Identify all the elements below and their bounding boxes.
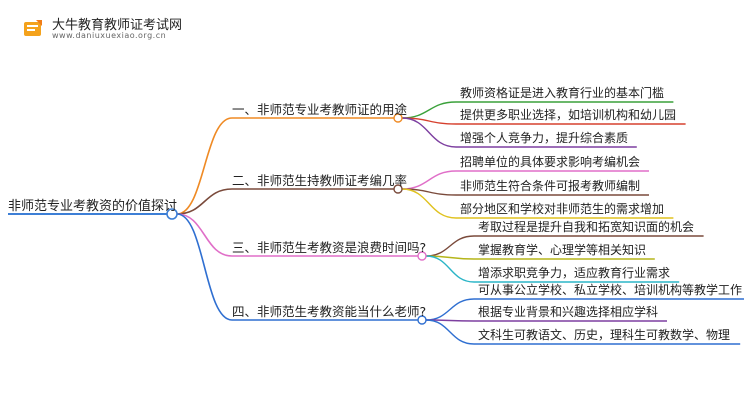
branch-uses: 一、非师范专业考教师证的用途 (232, 102, 408, 117)
branch-node-3 (417, 251, 427, 261)
leaf-uses-1: 教师资格证是进入教育行业的基本门槛 (460, 86, 665, 100)
branch-exam-odds: 二、非师范生持教师证考编几率 (232, 173, 408, 188)
leaf-connector-1-3 (401, 117, 457, 148)
root-node: 非师范专业考教资的价值探讨 (8, 199, 178, 214)
site-name: 大牛教育教师证考试网 (52, 18, 183, 33)
leaf-types-1: 可从事公立学校、私立学校、培训机构等教学工作 (478, 283, 743, 297)
book-icon (24, 20, 42, 36)
leaf-uses-2: 提供更多职业选择，如培训机构和幼儿园 (460, 108, 677, 122)
leaf-waste-3: 增添求职竞争力，适应教育行业需求 (478, 266, 671, 280)
leaf-connector-2-1 (401, 170, 457, 190)
leaf-waste-2: 掌握教育学、心理学等相关知识 (478, 243, 647, 257)
leaf-connector-1-1 (401, 101, 457, 119)
leaf-types-2: 根据专业背景和兴趣选择相应学科 (478, 305, 659, 319)
branch-connector-2 (176, 188, 233, 215)
leaf-connector-4-3 (425, 319, 475, 345)
branch-waste-time: 三、非师范生考教资是浪费时间吗? (232, 240, 427, 255)
branch-node-4 (417, 315, 427, 325)
branch-connector-3 (176, 213, 233, 257)
branch-connector-1 (176, 117, 233, 215)
leaf-uses-3: 增强个人竞争力，提升综合素质 (460, 131, 629, 145)
leaf-connector-3-1 (425, 235, 475, 257)
branch-teacher-types: 四、非师范生考教资能当什么老师? (232, 304, 427, 319)
leaf-odds-2: 非师范生符合条件可报考教师编制 (460, 179, 641, 193)
leaf-connector-3-3 (425, 255, 475, 283)
leaf-connector-4-1 (425, 298, 475, 321)
leaf-odds-1: 招聘单位的具体要求影响考编机会 (460, 155, 641, 169)
leaf-odds-3: 部分地区和学校对非师范生的需求增加 (460, 202, 665, 216)
branch-node-2 (393, 184, 403, 194)
leaf-types-3: 文科生可教语文、历史，理科生可教数学、物理 (478, 328, 731, 342)
leaf-connector-2-3 (401, 188, 457, 219)
site-url: www.daniuxuexiao.org.cn (52, 31, 167, 40)
leaf-waste-1: 考取过程是提升自我和拓宽知识面的机会 (478, 220, 695, 234)
branch-node-1 (393, 113, 403, 123)
root-node-circle (166, 208, 178, 220)
branch-connector-4 (176, 213, 233, 321)
